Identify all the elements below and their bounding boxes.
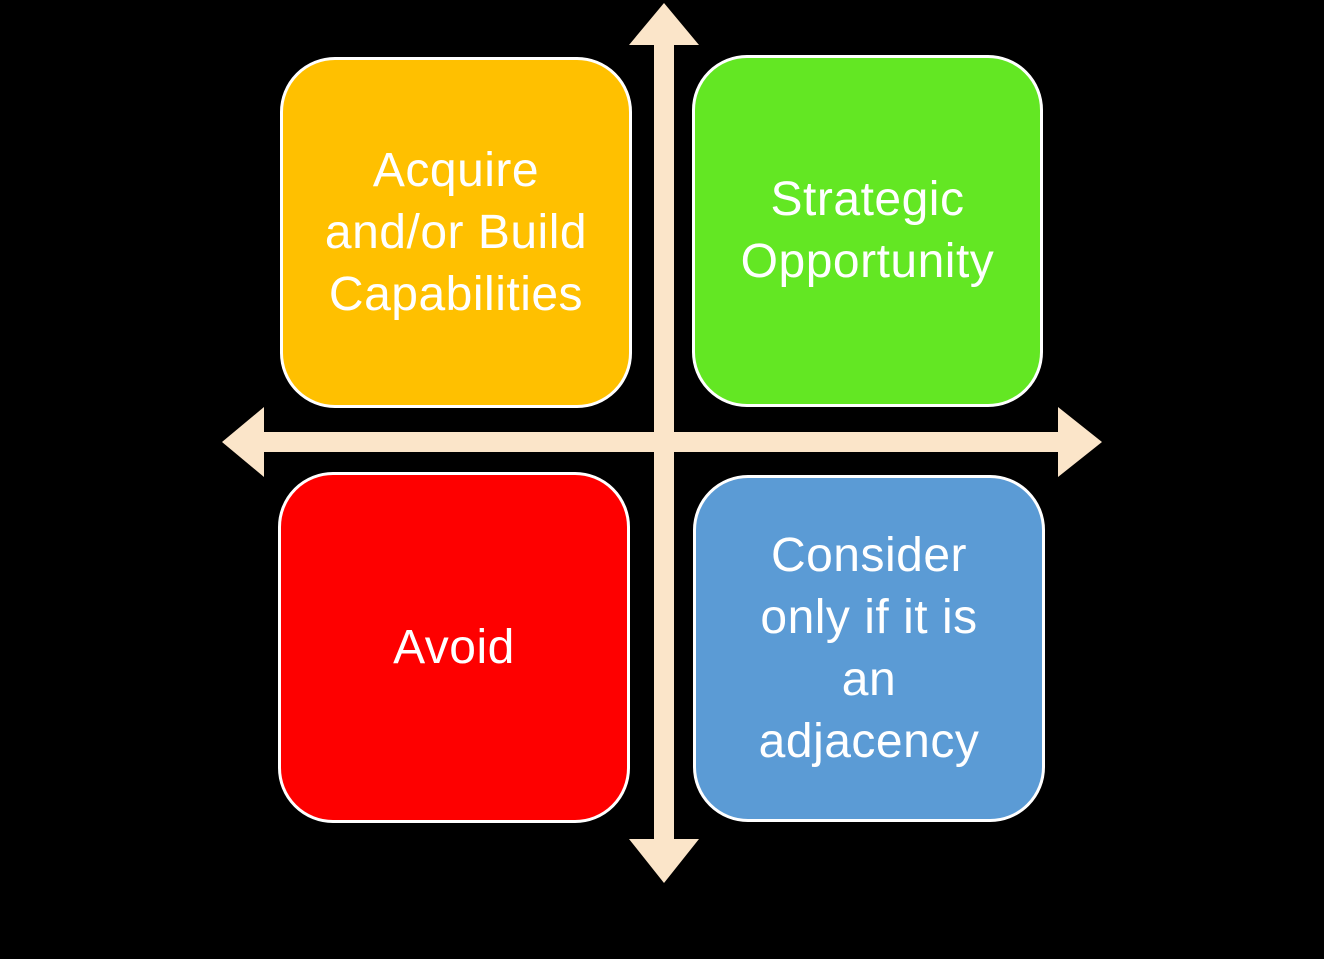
vertical-axis-arrow <box>629 3 699 883</box>
quadrant-consider-adjacency: Consider only if it is an adjacency <box>693 475 1045 822</box>
quadrant-avoid: Avoid <box>278 472 630 823</box>
quadrant-label: Avoid <box>393 620 515 674</box>
quadrant-label: Strategic Opportunity <box>740 173 995 288</box>
quadrant-strategic-opportunity: Strategic Opportunity <box>692 55 1043 407</box>
quadrant-label: Acquire and/or Build Capabilities <box>324 143 588 321</box>
quadrant-acquire-build-capabilities: Acquire and/or Build Capabilities <box>280 57 632 408</box>
quadrant-label: Consider only if it is an adjacency <box>758 528 980 768</box>
